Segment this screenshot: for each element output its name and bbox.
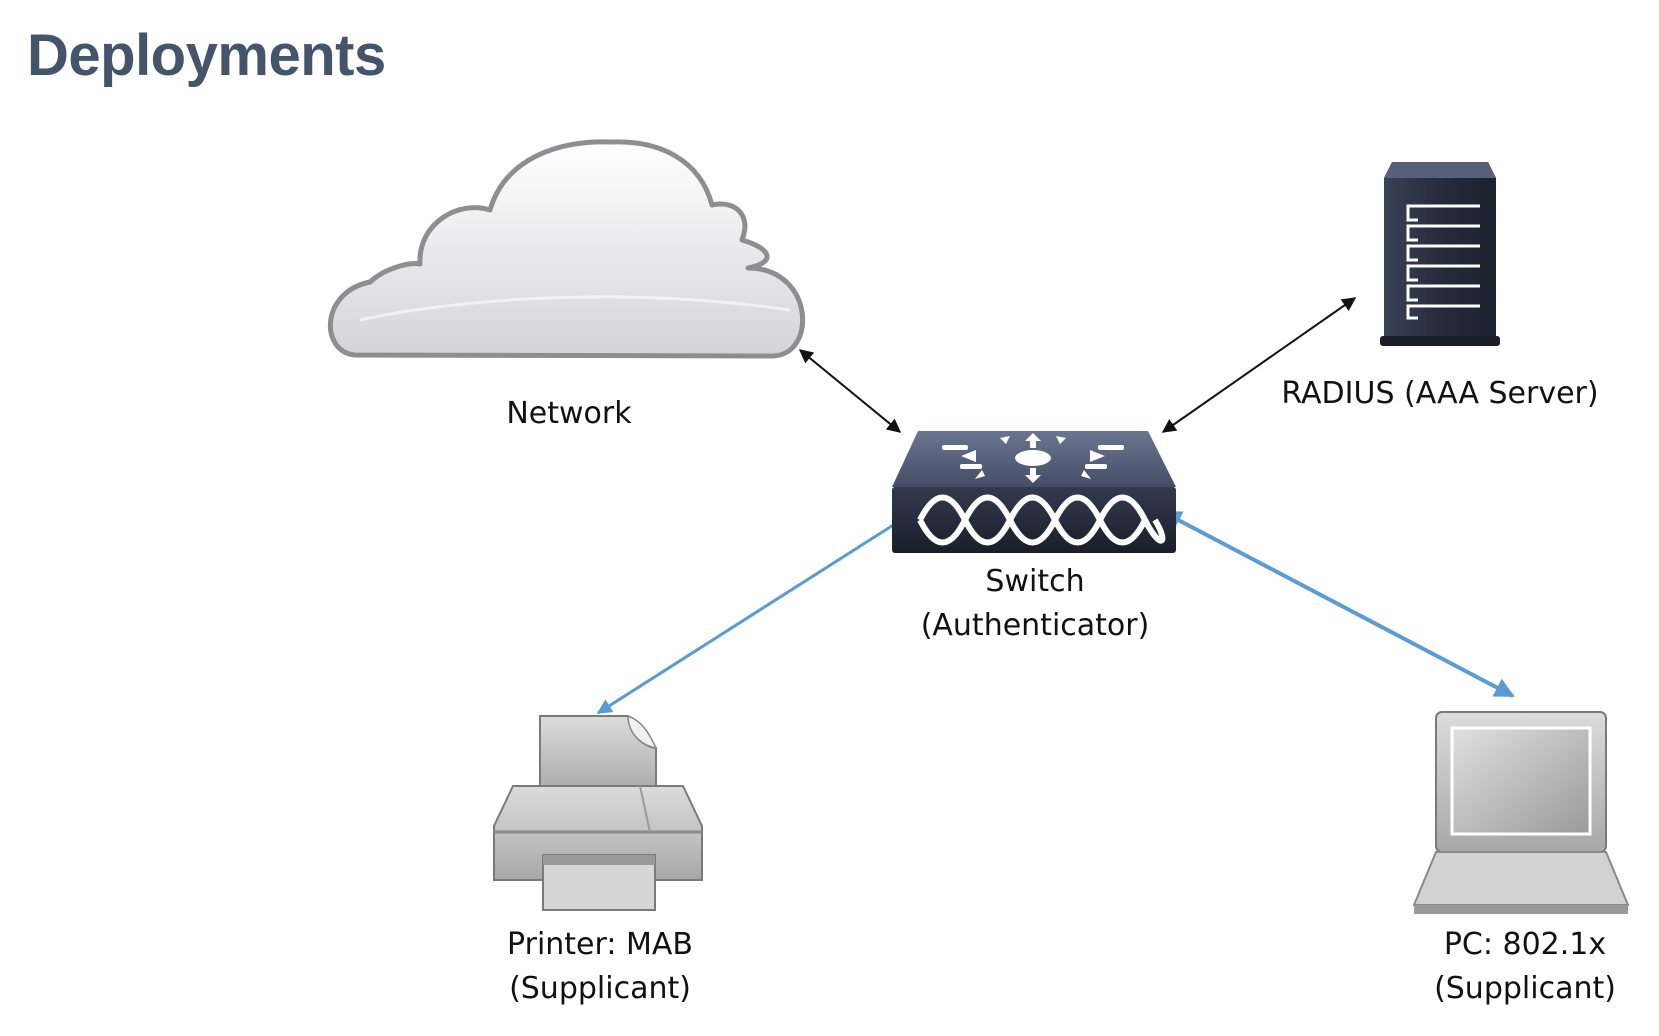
radius-label-text: RADIUS (AAA Server) xyxy=(1281,376,1599,411)
radius-label: RADIUS (AAA Server) xyxy=(1270,372,1610,416)
link-switch-printer xyxy=(596,506,922,715)
printer-label: Printer: MAB (Supplicant) xyxy=(475,923,725,1011)
pc-label: PC: 802.1x (Supplicant) xyxy=(1400,923,1650,1011)
switch-label-line2: (Authenticator) xyxy=(920,608,1150,643)
switch-label-line1: Switch xyxy=(985,564,1085,599)
laptop-icon xyxy=(1412,711,1630,914)
printer-label-line1: Printer: MAB xyxy=(507,927,693,962)
link-switch-pc xyxy=(1161,510,1515,698)
printer-icon xyxy=(493,714,703,911)
switch-label: Switch (Authenticator) xyxy=(900,560,1170,648)
server-icon xyxy=(1380,162,1500,346)
network-label: Network xyxy=(474,392,664,436)
cloud-icon xyxy=(327,139,806,359)
link-network-switch xyxy=(798,349,902,433)
pc-label-line1: PC: 802.1x xyxy=(1443,927,1607,962)
switch-icon xyxy=(892,431,1176,553)
pc-label-line2: (Supplicant) xyxy=(1434,971,1616,1006)
printer-label-line2: (Supplicant) xyxy=(509,971,691,1006)
page-title: Deployments xyxy=(27,23,386,88)
link-radius-switch xyxy=(1161,297,1357,433)
network-label-text: Network xyxy=(506,396,632,431)
